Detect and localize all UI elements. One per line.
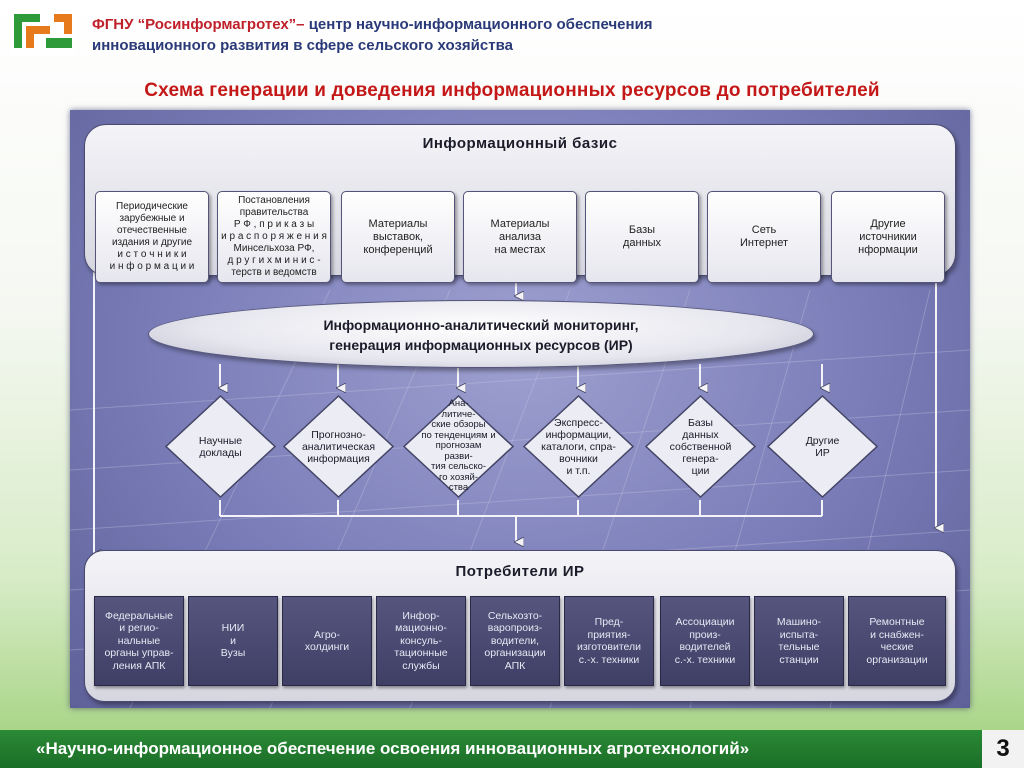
- resource-diamond-scientific-reports: Научные доклады: [163, 393, 278, 500]
- consumer-box-repair-organizations: Ремонтные и снабжен- ческие организации: [848, 596, 946, 686]
- source-box-government-acts: Постановления правительства Р Ф , п р и …: [217, 191, 331, 283]
- consumer-box-consulting-services: Инфор- мационно- консуль- тационные служ…: [376, 596, 466, 686]
- consumer-box-federal-authorities: Федеральные и регио- нальные органы упра…: [94, 596, 184, 686]
- resource-diamond-own-databases: Базы данных собственной генера- ции: [643, 393, 758, 500]
- resource-label: Научные доклады: [198, 434, 243, 459]
- resource-flow-diagram: Информационный базис Периодические заруб…: [70, 110, 970, 708]
- organization-title: ФГНУ “Росинформагротех”– центр научно-ин…: [92, 14, 812, 56]
- source-box-other-sources: Другие источникии нформации: [831, 191, 945, 283]
- source-box-field-analysis: Материалы анализа на местах: [463, 191, 577, 283]
- source-box-periodicals: Периодические зарубежные и отечественные…: [95, 191, 209, 283]
- information-basis-panel: Информационный базис Периодические заруб…: [84, 124, 956, 283]
- slide-title: Схема генерации и доведения информационн…: [144, 80, 880, 101]
- consumer-box-agricultural-producers: Сельхозто- варопроиз- водители, организа…: [470, 596, 560, 686]
- resource-label: Прогнозно- аналитическая информация: [301, 428, 376, 465]
- resource-label: Другие ИР: [805, 434, 840, 459]
- monitoring-ellipse: Информационно-аналитический мониторинг, …: [148, 300, 814, 368]
- source-box-databases: Базы данных: [585, 191, 699, 283]
- organization-description-line1: центр научно-информационного обеспечения: [304, 16, 653, 33]
- consumer-box-agroholdings: Агро- холдинги: [282, 596, 372, 686]
- footer-bar: «Научно-информационное обеспечение освое…: [0, 730, 1024, 768]
- consumer-box-testing-stations: Машино- испыта- тельные станции: [754, 596, 844, 686]
- consumer-box-manufacturer-associations: Ассоциации произ- водителей с.-х. техник…: [660, 596, 750, 686]
- page-number: 3: [982, 730, 1024, 768]
- footer-text: «Научно-информационное обеспечение освое…: [36, 739, 750, 758]
- consumers-title: Потребители ИР: [455, 563, 585, 580]
- organization-description-line2: инновационного развития в сфере сельског…: [92, 37, 513, 54]
- source-box-internet: Сеть Интернет: [707, 191, 821, 283]
- resource-diamond-forecast-analytics: Прогнозно- аналитическая информация: [281, 393, 396, 500]
- monitoring-label: Информационно-аналитический мониторинг, …: [323, 317, 639, 353]
- resource-label: Ана- литиче- ские обзоры по тенденциям и…: [421, 398, 496, 494]
- organization-name: ФГНУ “Росинформагротех”–: [92, 16, 305, 33]
- resource-diamond-other-ir: Другие ИР: [765, 393, 880, 500]
- resource-diamond-express-information: Экспресс- информации, каталоги, спра- во…: [521, 393, 636, 500]
- resource-diamond-analytical-reviews: Ана- литиче- ские обзоры по тенденциям и…: [401, 393, 516, 500]
- resource-label: Базы данных собственной генера- ции: [669, 416, 732, 477]
- connector-arrows: [70, 258, 970, 708]
- rosinformagrotech-logo: [10, 8, 76, 56]
- consumer-box-research-institutes: НИИ и Вузы: [188, 596, 278, 686]
- resource-label: Экспресс- информации, каталоги, спра- во…: [541, 416, 616, 477]
- source-box-exhibitions: Материалы выставок, конференций: [341, 191, 455, 283]
- consumer-box-machinery-manufacturers: Пред- приятия- изготовители с.-х. техник…: [564, 596, 654, 686]
- information-basis-title: Информационный базис: [422, 135, 618, 152]
